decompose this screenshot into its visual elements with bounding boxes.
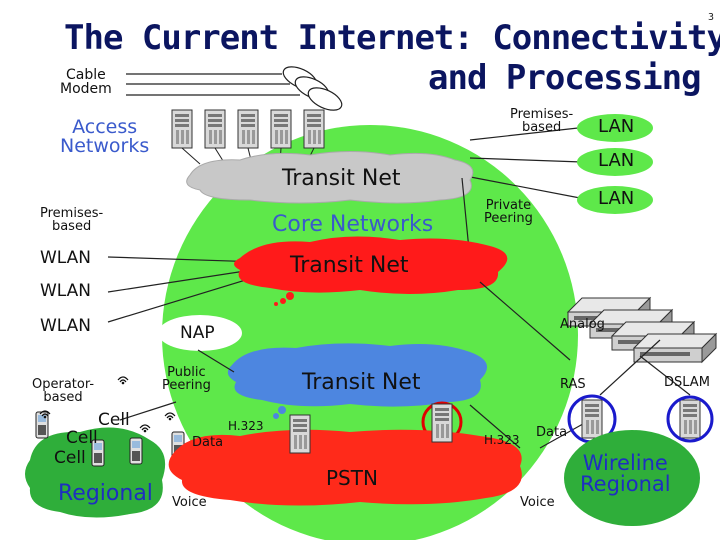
data-label-right: Data <box>536 425 568 440</box>
cell-label-3: Cell <box>54 448 86 468</box>
server-icon <box>581 399 603 439</box>
nap-label: NAP <box>180 323 215 343</box>
public-peering-label: Public Peering <box>162 365 211 393</box>
wireline-regional-label: Wireline Regional <box>580 451 671 496</box>
modem-icon <box>282 66 343 111</box>
private-peering-label: Private Peering <box>484 198 533 226</box>
cable-modem-label: Cable Modem <box>60 67 112 97</box>
transit-net-blue-label: Transit Net <box>302 370 421 395</box>
transit-net-gray-cloud <box>186 151 474 204</box>
ras-label: RAS <box>560 377 586 392</box>
voice-label-right: Voice <box>520 495 555 510</box>
operator-based-label: Operator- based <box>32 377 95 405</box>
core-networks-label: Core Networks <box>272 212 434 237</box>
wlan-label-1: WLAN <box>40 248 92 268</box>
access-networks-label: Access Networks <box>60 116 150 157</box>
wlan-label-3: WLAN <box>40 316 92 336</box>
nap-cloud <box>158 315 242 351</box>
transit-net-red-label: Transit Net <box>290 253 409 278</box>
pstn-label: PSTN <box>326 466 378 490</box>
server-icon <box>289 414 311 454</box>
wlan-label-2: WLAN <box>40 281 92 301</box>
lan-label-2: LAN <box>598 150 635 171</box>
server-icon <box>679 399 701 439</box>
data-label-left: Data <box>192 435 224 450</box>
analog-label: Analog <box>560 317 605 332</box>
regional-label: Regional <box>58 481 153 506</box>
dslam-label: DSLAM <box>664 375 710 390</box>
cell-label-1: Cell <box>98 410 130 430</box>
premises-based-top-label: Premises- based <box>510 107 574 135</box>
lan-cloud <box>577 148 653 176</box>
transit-net-gray-label: Transit Net <box>282 166 401 191</box>
lan-cloud <box>577 186 653 214</box>
transit-net-red-cloud <box>234 236 508 294</box>
transit-net-blue-cloud <box>227 343 488 407</box>
page-number: 3 <box>707 12 714 23</box>
h323-label-left: H.323 <box>228 419 264 433</box>
title-line-1: The Current Internet: Connectivity <box>64 18 720 58</box>
title-line-2: and Processing <box>428 58 702 98</box>
h323-label-right: H.323 <box>484 433 520 447</box>
server-icon <box>431 403 453 443</box>
premises-based-left-label: Premises- based <box>40 206 104 234</box>
lan-label-3: LAN <box>598 188 635 209</box>
wireline-regional-cloud <box>564 430 700 526</box>
voice-label-left: Voice <box>172 495 207 510</box>
cell-label-2: Cell <box>66 428 98 448</box>
lan-label-1: LAN <box>598 116 635 137</box>
pstn-cloud <box>168 429 522 506</box>
lan-cloud <box>577 114 653 142</box>
